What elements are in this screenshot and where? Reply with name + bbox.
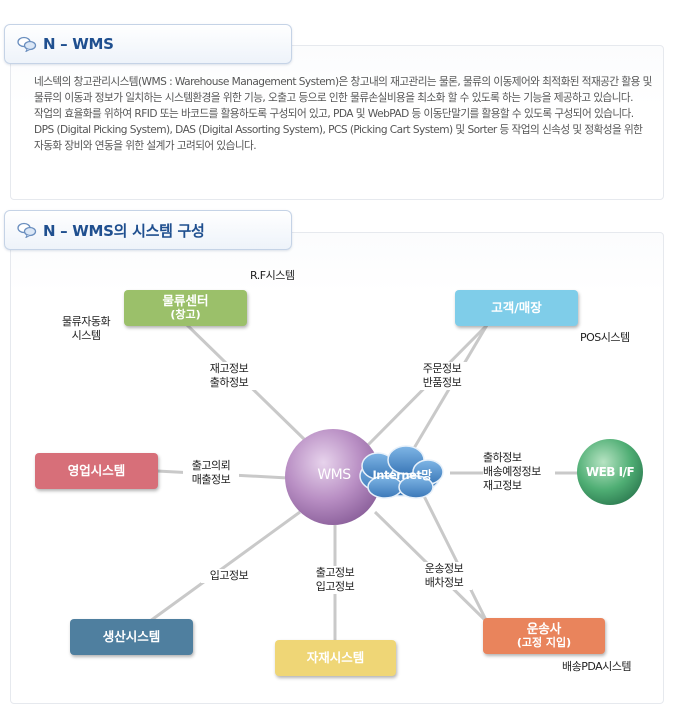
- section-header-wms: N – WMS: [4, 24, 292, 64]
- web-if-circle: [577, 439, 643, 505]
- pos-system-label: POS시스템: [580, 331, 630, 344]
- node-sales: 영업시스템: [35, 453, 158, 489]
- edge-label-customer: 주문정보 반품정보: [414, 362, 470, 390]
- edge-label-carrier: 운송정보 배차정보: [416, 562, 472, 590]
- label-line: 출고정보: [315, 566, 355, 579]
- wms-hub-label: WMS: [317, 467, 351, 483]
- description-paragraph: 작업의 효율화를 위하여 RFID 또는 바코드를 활용하도록 구성되어 있고,…: [34, 108, 643, 152]
- node-label: 생산시스템: [102, 629, 161, 644]
- label-line: 주문정보: [422, 362, 462, 375]
- internet-cloud: [359, 445, 444, 499]
- node-customer: 고객/매장: [455, 290, 578, 326]
- label-line: 출고의뢰: [191, 459, 231, 472]
- label-line: 매출정보: [191, 473, 231, 486]
- label-line: 물류자동화: [62, 315, 111, 328]
- label-line: 입고정보: [209, 569, 249, 582]
- label-line: 배차정보: [424, 576, 464, 589]
- rf-system-label: R.F시스템: [250, 269, 295, 282]
- section-title: N – WMS: [43, 35, 114, 53]
- edge-label-sales: 출고의뢰 매출정보: [183, 459, 239, 487]
- node-label: 운송사: [526, 621, 562, 636]
- section-header-system-config: N – WMS의 시스템 구성: [4, 210, 292, 250]
- node-logistics-center: 물류센터 (창고): [124, 290, 247, 326]
- node-sublabel: (고정 지입): [516, 636, 572, 649]
- edge-customer-2: [408, 324, 489, 456]
- chat-bubbles-icon: [17, 222, 37, 238]
- web-if-label: WEB I/F: [585, 465, 635, 479]
- label-line: 반품정보: [422, 376, 462, 389]
- edge-label-center: 재고정보 출하정보: [201, 362, 257, 390]
- node-materials: 자재시스템: [275, 640, 396, 676]
- automation-system-label: 물류자동화 시스템: [62, 315, 111, 343]
- wms-intro-panel: [10, 45, 664, 200]
- label-line: 재고정보: [483, 479, 522, 492]
- node-label: 물류센터: [162, 293, 209, 308]
- node-sublabel: (창고): [170, 308, 201, 321]
- node-label: 영업시스템: [67, 463, 126, 478]
- edge-label-production: 입고정보: [201, 569, 257, 583]
- label-line: 출하정보: [483, 451, 522, 464]
- label-line: 시스템: [71, 329, 101, 342]
- label-line: 출하정보: [209, 376, 249, 389]
- edge-carrier-2: [418, 487, 489, 623]
- wms-hub: [285, 429, 381, 525]
- section-title: N – WMS의 시스템 구성: [43, 221, 205, 240]
- edge-label-web: 출하정보 배송예정정보 재고정보: [483, 451, 555, 493]
- internet-cloud-label: Internet망: [372, 468, 433, 482]
- delivery-pda-label: 배송PDA시스템: [562, 660, 632, 673]
- label-line: 입고정보: [315, 580, 355, 593]
- wms-description: 네스텍의 창고관리시스템(WMS : Warehouse Management …: [34, 74, 654, 154]
- label-line: 배송예정정보: [483, 465, 541, 478]
- node-label: 자재시스템: [306, 650, 365, 665]
- node-carrier: 운송사 (고정 지입): [483, 618, 605, 654]
- label-line: 재고정보: [209, 362, 249, 375]
- description-paragraph: 네스텍의 창고관리시스템(WMS : Warehouse Management …: [34, 76, 652, 104]
- node-production: 생산시스템: [70, 619, 193, 655]
- label-line: 운송정보: [424, 562, 464, 575]
- node-label: 고객/매장: [491, 300, 542, 315]
- chat-bubbles-icon: [17, 36, 37, 52]
- edge-label-materials: 출고정보 입고정보: [307, 566, 363, 594]
